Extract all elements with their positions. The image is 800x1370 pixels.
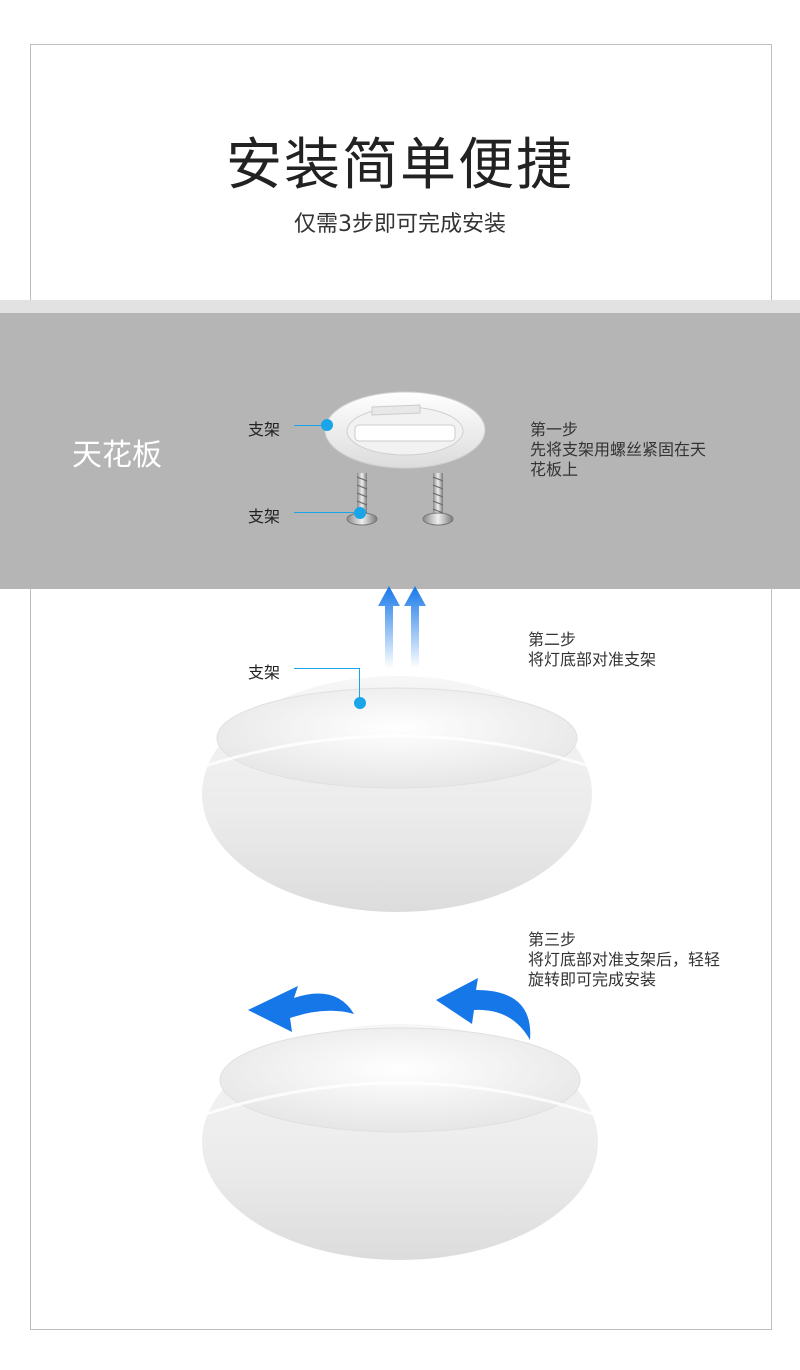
callout-line bbox=[294, 425, 328, 426]
step-3-text: 第三步 将灯底部对准支架后，轻轻 旋转即可完成安装 bbox=[528, 930, 720, 990]
step-title: 第三步 bbox=[528, 930, 577, 949]
mounting-bracket-illustration bbox=[324, 391, 486, 526]
rotate-right-arrow-icon bbox=[436, 978, 531, 1040]
callout-bracket-top: 支架 bbox=[248, 420, 281, 439]
callout-line bbox=[359, 668, 360, 700]
step-title: 第二步 bbox=[528, 630, 577, 649]
step-line: 旋转即可完成安装 bbox=[528, 970, 657, 989]
step-line: 花板上 bbox=[530, 460, 579, 479]
ceiling-edge bbox=[0, 300, 800, 313]
step-line: 将灯底部对准支架后，轻轻 bbox=[528, 950, 721, 969]
ceiling-lamp-illustration bbox=[202, 676, 592, 912]
rotate-left-arrow-icon bbox=[248, 986, 354, 1032]
step-2-text: 第二步 将灯底部对准支架 bbox=[528, 630, 656, 670]
callout-dot bbox=[354, 697, 366, 709]
step-title: 第一步 bbox=[530, 420, 579, 439]
page-subtitle: 仅需3步即可完成安装 bbox=[294, 212, 506, 237]
step-line: 将灯底部对准支架 bbox=[528, 650, 657, 669]
page-title: 安装简单便捷 bbox=[226, 133, 574, 198]
page-frame bbox=[30, 44, 772, 1330]
callout-line bbox=[294, 512, 360, 513]
step-line: 先将支架用螺丝紧固在天 bbox=[530, 440, 707, 459]
callout-bracket-screws: 支架 bbox=[248, 507, 281, 526]
callout-dot bbox=[321, 419, 333, 431]
up-arrow-icon bbox=[378, 586, 426, 668]
callout-bracket-lamp: 支架 bbox=[248, 663, 281, 682]
ceiling-label: 天花板 bbox=[72, 438, 162, 473]
callout-line bbox=[294, 668, 360, 669]
callout-dot bbox=[354, 507, 366, 519]
ceiling-lamp-illustration bbox=[202, 1024, 598, 1260]
step-1-text: 第一步 先将支架用螺丝紧固在天 花板上 bbox=[530, 420, 706, 480]
